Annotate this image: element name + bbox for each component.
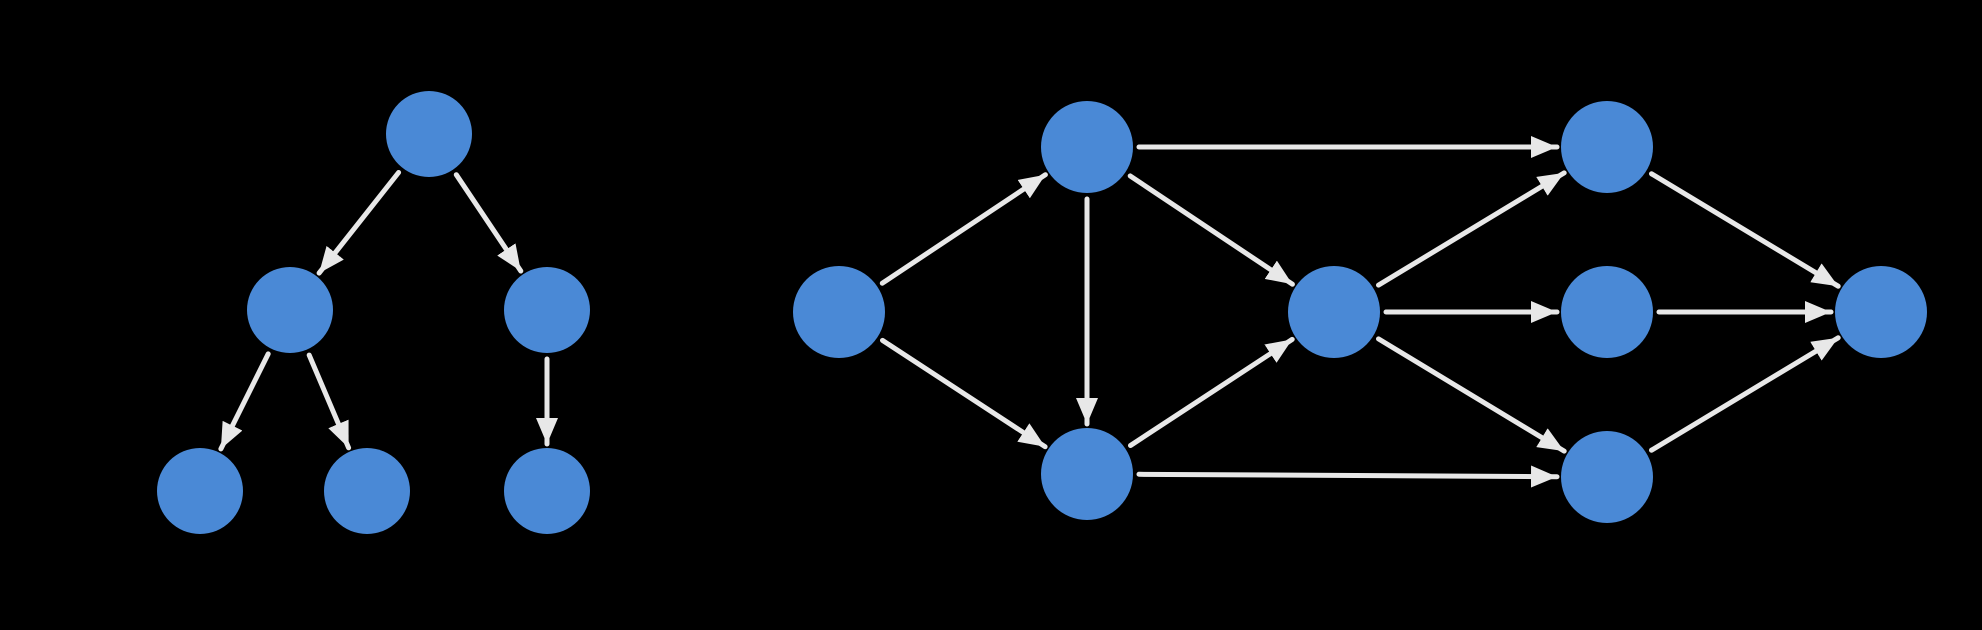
node-tree-left-left: [157, 448, 243, 534]
node-dag-mid-right: [1561, 266, 1653, 358]
node-tree-right-child: [504, 448, 590, 534]
edge-dag-bottom-right-to-sink: [1649, 335, 1841, 453]
node-dag-middle: [1288, 266, 1380, 358]
nodes-layer: [157, 91, 1927, 534]
node-tree-left-right: [324, 448, 410, 534]
node-tree-root: [386, 91, 472, 177]
edge-tree-root-to-right: [453, 172, 524, 274]
edges-layer: [218, 136, 1841, 488]
edge-dag-lower-to-bottom-right: [1136, 465, 1560, 488]
edge-tree-left-to-left-right: [306, 352, 352, 451]
node-dag-source: [793, 266, 885, 358]
edge-tree-root-to-left: [316, 170, 402, 276]
node-dag-top-right: [1561, 101, 1653, 193]
edge-dag-middle-to-top-right: [1376, 170, 1567, 288]
edge-tree-left-to-left-left: [218, 351, 271, 452]
edge-dag-source-to-upper: [879, 172, 1048, 286]
node-tree-right: [504, 267, 590, 353]
edge-dag-lower-to-middle: [1128, 336, 1295, 448]
edge-dag-source-to-lower: [880, 337, 1048, 450]
node-dag-lower: [1041, 428, 1133, 520]
node-tree-left: [247, 267, 333, 353]
node-dag-bottom-right: [1561, 431, 1653, 523]
node-dag-sink: [1835, 266, 1927, 358]
edge-dag-top-right-to-sink: [1649, 171, 1841, 289]
edge-dag-upper-to-middle: [1127, 173, 1295, 287]
edge-dag-middle-to-bottom-right: [1376, 336, 1567, 454]
node-dag-upper: [1041, 101, 1133, 193]
